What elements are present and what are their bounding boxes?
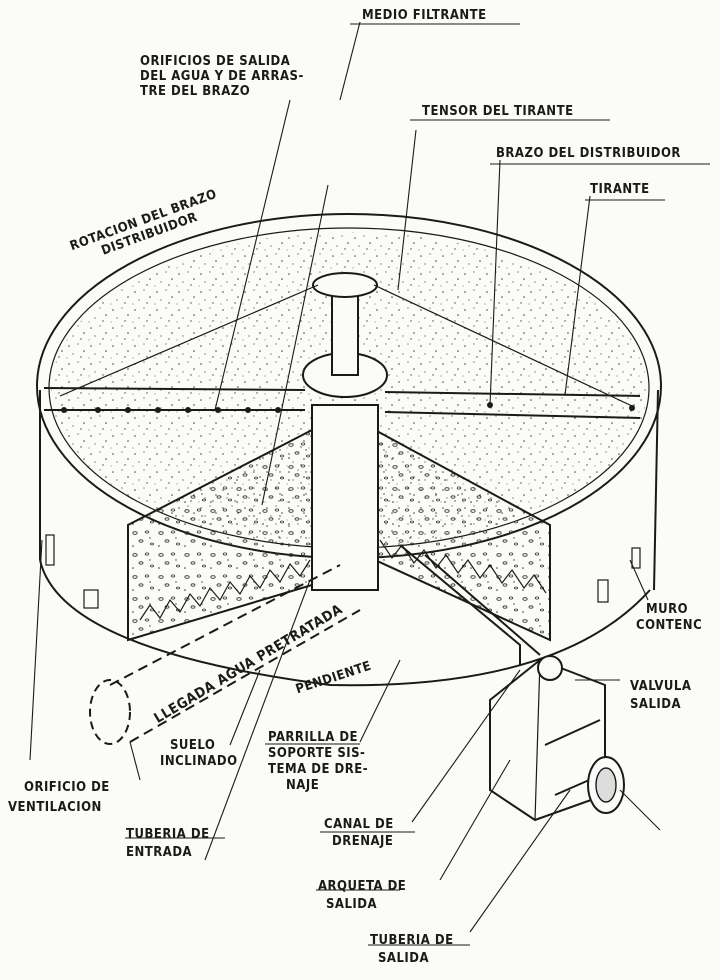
ventilation-orifices	[45, 534, 641, 609]
outlet-box	[489, 658, 606, 822]
label-suelo-line-1: SUELO	[170, 738, 216, 753]
label-valvula-line-2: SALIDA	[630, 697, 682, 712]
flow-arrow	[619, 789, 661, 831]
label-valvula-line-1: VALVULA	[630, 679, 692, 694]
underdrain-grating-right	[379, 539, 547, 594]
tie-rod-head	[312, 272, 378, 298]
label-tensor-del-tirante: TENSOR DEL TIRANTE	[422, 104, 574, 119]
central-pipe	[331, 289, 359, 376]
label-tuberia-entrada: TUBERIA DE ENTRADA	[126, 826, 210, 862]
label-valvula-salida: VALVULA SALIDA	[630, 678, 691, 714]
label-canal-drenaje: CANAL DE DRENAJE	[324, 816, 394, 850]
label-muro-contenc: MURO CONTENC	[636, 602, 702, 634]
label-canal-line-1: CANAL DE	[324, 817, 394, 832]
label-tuberia-salida-line-1: TUBERIA DE	[370, 933, 454, 948]
label-medio-filtrante: MEDIO FILTRANTE	[362, 8, 487, 23]
label-muro-line-1: MURO	[646, 602, 689, 617]
label-parrilla-line-1: PARRILLA DE	[268, 730, 359, 745]
outlet-box-edge	[534, 659, 541, 821]
label-parrilla-line-2: SOPORTE SIS-	[268, 746, 366, 761]
label-parrilla-soporte: PARRILLA DE SOPORTE SIS- TEMA DE DRE- NA…	[268, 730, 368, 794]
label-orificios-line-3: TRE DEL BRAZO	[140, 84, 251, 99]
distributor-arm	[43, 387, 641, 419]
label-orificio-ventilacion: ORIFICIO DE VENTILACION	[8, 778, 110, 818]
label-canal-line-2: DRENAJE	[332, 834, 394, 849]
label-orificio-line-1: ORIFICIO DE	[24, 780, 110, 795]
underdrain-grating-left	[139, 559, 311, 621]
label-orificios-line-2: DEL AGUA Y DE ARRAS-	[140, 69, 304, 84]
arm-orifices	[61, 402, 635, 413]
label-orificios-salida: ORIFICIOS DE SALIDA DEL AGUA Y DE ARRAS-…	[140, 54, 304, 99]
drainage-channel	[399, 544, 541, 665]
label-tuberia-salida: TUBERIA DE SALIDA	[370, 932, 454, 968]
label-underlines	[125, 23, 710, 946]
tie-rod-left	[59, 284, 319, 397]
label-tuberia-salida-line-2: SALIDA	[378, 951, 430, 966]
inlet-pipe	[109, 564, 361, 743]
label-arqueta-salida: ARQUETA DE SALIDA	[318, 878, 406, 914]
label-suelo-inclinado: SUELO INCLINADO	[160, 738, 238, 770]
label-orificio-line-2: VENTILACION	[8, 800, 102, 815]
inlet-pipe-end	[89, 679, 131, 745]
outlet-valve	[537, 655, 563, 681]
outlet-pipe-bore	[595, 767, 617, 803]
label-tirante: TIRANTE	[590, 182, 650, 197]
label-parrilla-line-4: NAJE	[286, 778, 320, 793]
label-arqueta-line-1: ARQUETA DE	[318, 879, 407, 894]
label-tuberia-entrada-line-1: TUBERIA DE	[126, 827, 210, 842]
label-tuberia-entrada-line-2: ENTRADA	[126, 845, 193, 860]
tie-rod-right	[373, 284, 633, 407]
label-orificios-line-1: ORIFICIOS DE SALIDA	[140, 54, 291, 69]
label-brazo-del-distribuidor: BRAZO DEL DISTRIBUIDOR	[496, 146, 681, 161]
label-suelo-line-2: INCLINADO	[160, 754, 238, 769]
leader-lines	[29, 21, 649, 933]
label-muro-line-2: CONTENC	[636, 618, 703, 633]
tank-wall-right	[653, 389, 659, 591]
central-column	[311, 404, 379, 591]
tank-base-edge	[39, 559, 651, 687]
label-parrilla-line-3: TEMA DE DRE-	[268, 762, 369, 777]
label-arqueta-line-2: SALIDA	[326, 897, 378, 912]
